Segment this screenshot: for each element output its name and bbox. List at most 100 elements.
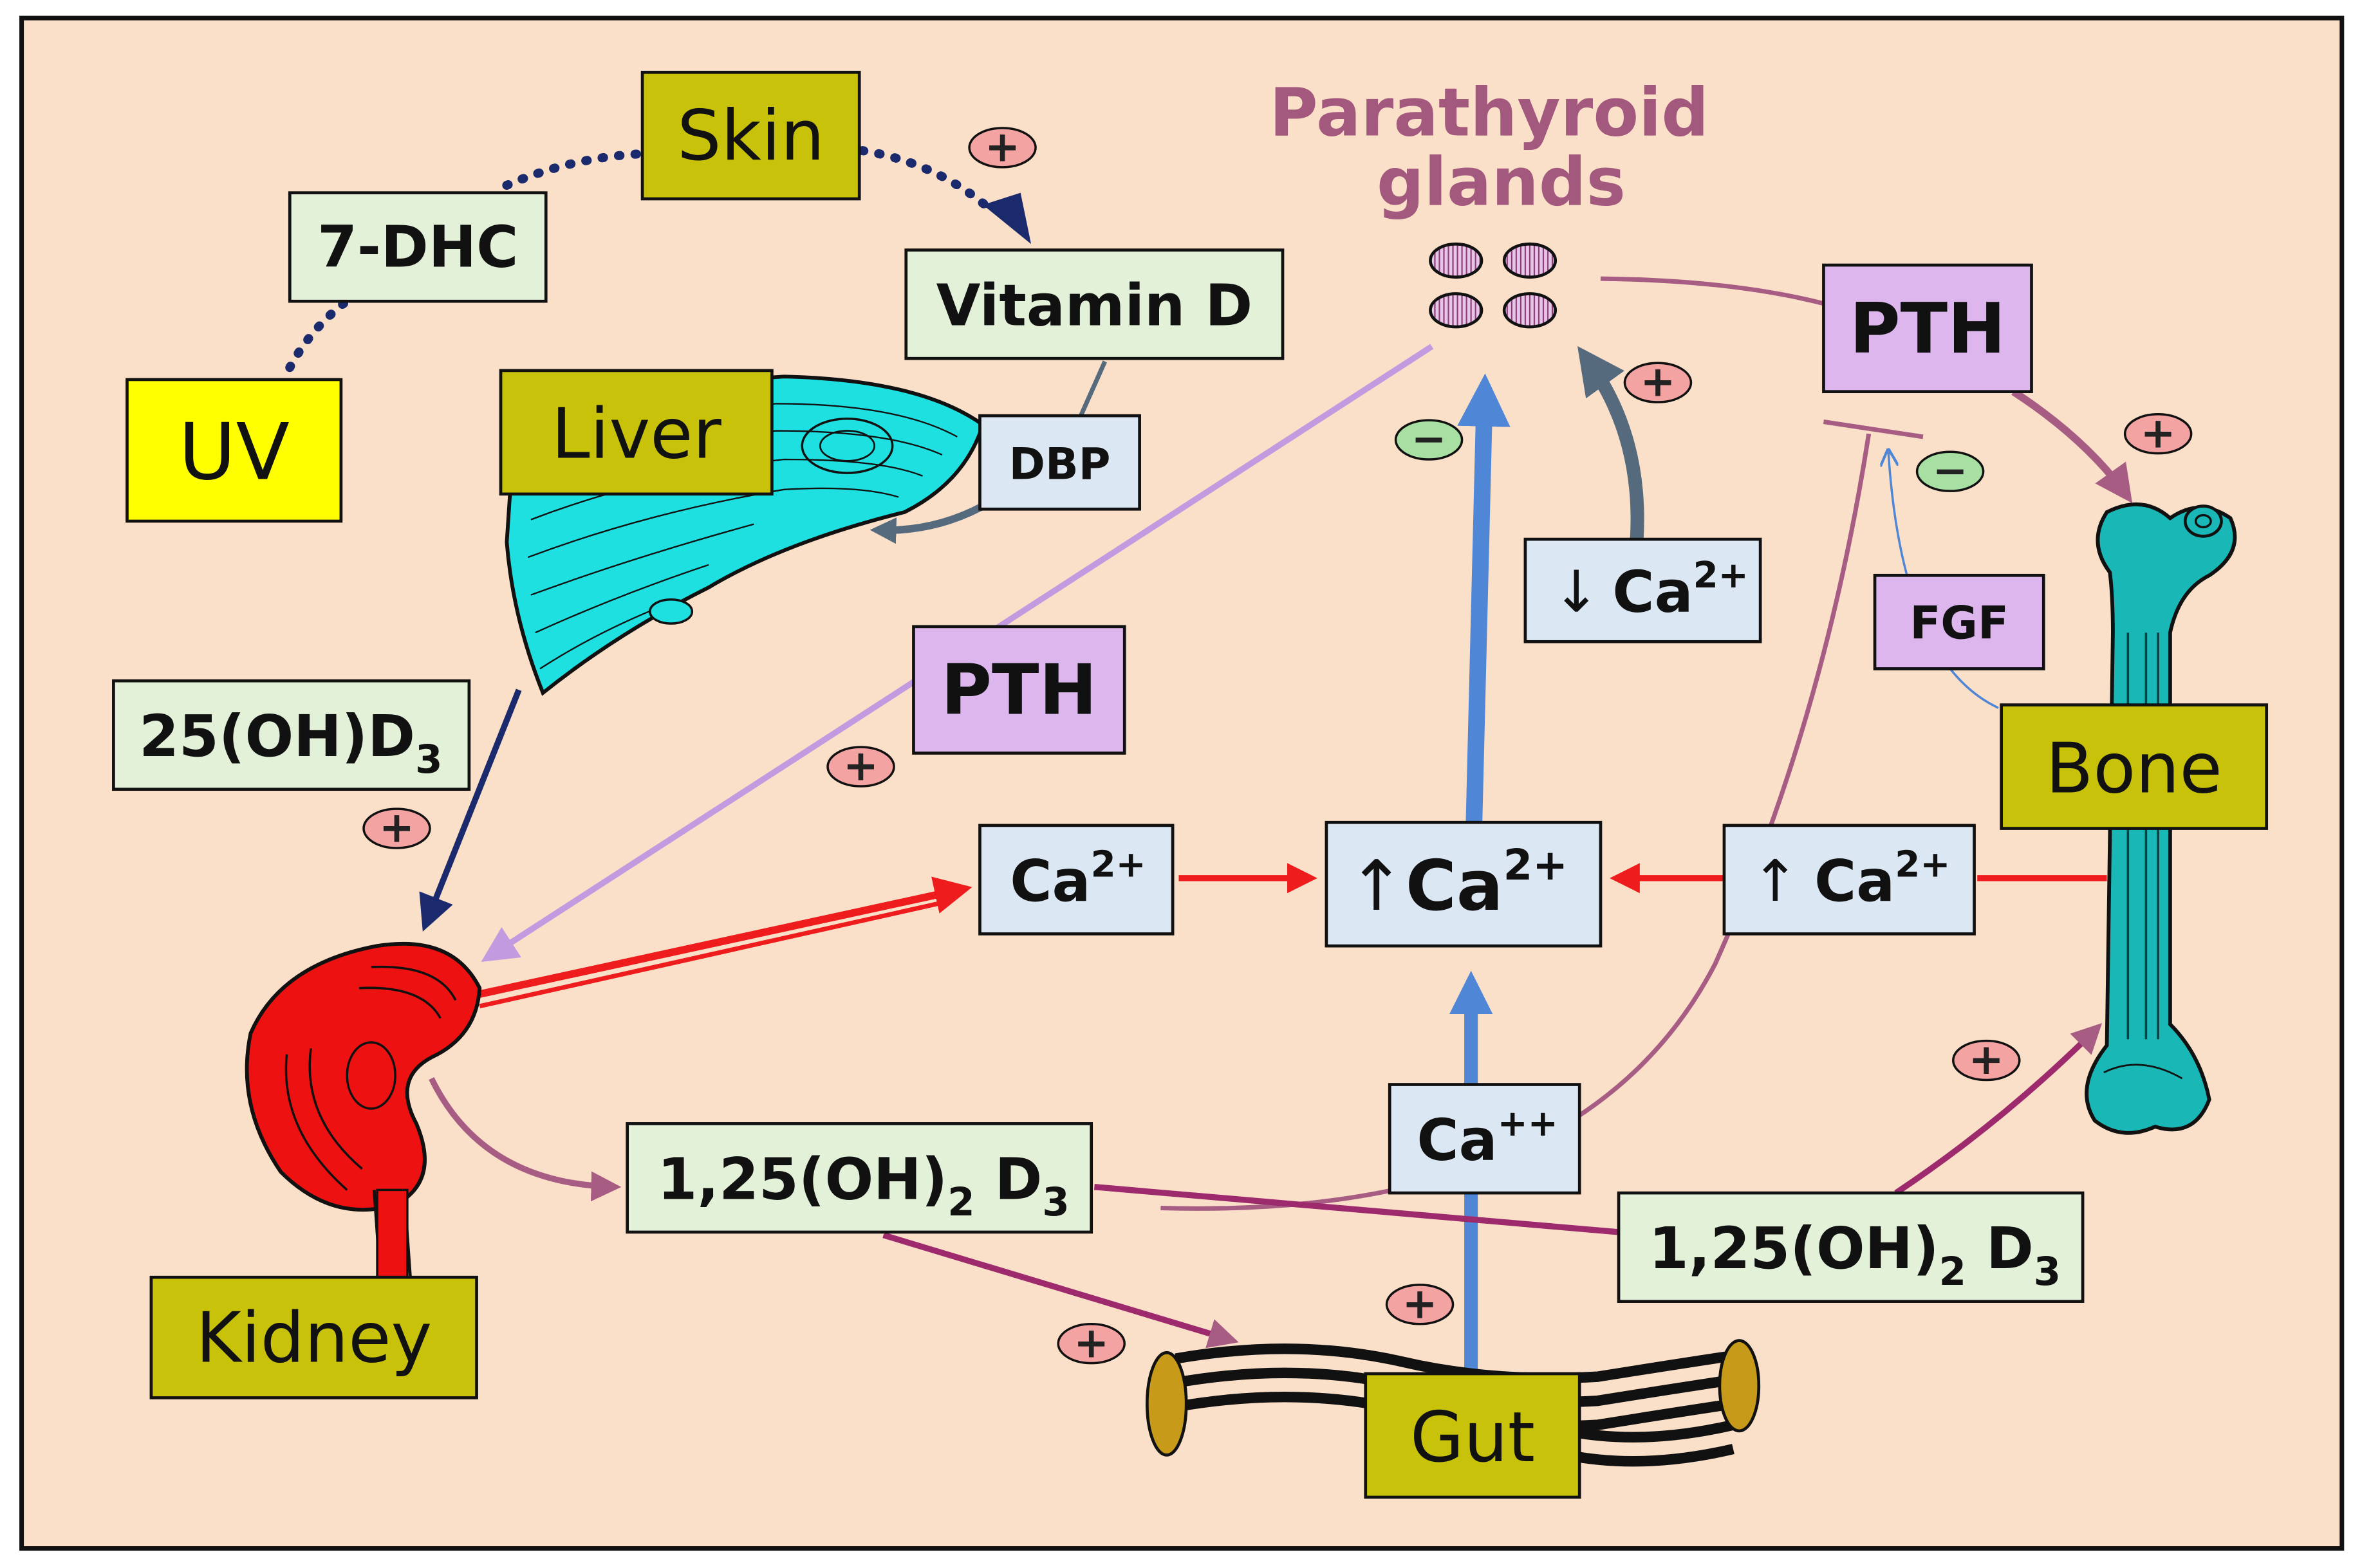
ca-gut-superscript: ++ <box>1498 1103 1558 1145</box>
vitamin-d-label: Vitamin D <box>936 272 1253 339</box>
svg-text:+: + <box>1969 1035 2004 1084</box>
svg-text:+: + <box>1074 1318 1109 1367</box>
svg-text:−: − <box>1411 415 1447 464</box>
ca-center-box <box>1325 820 1603 948</box>
ca-center-text: Ca <box>1406 846 1503 927</box>
calcitriol-left-box <box>626 1122 1093 1234</box>
skin-to-vitamin-d-dotted-path <box>857 146 997 216</box>
ca-left-text: Ca <box>1010 847 1090 914</box>
kidney-icon <box>245 941 482 1278</box>
parathyroid-title-line2: glands <box>1377 143 1626 221</box>
liver-to-kidney-arrow <box>419 688 522 932</box>
skin-label: Skin <box>677 96 824 176</box>
calcitriol-left-b: 2 <box>947 1180 974 1225</box>
svg-text:+: + <box>1402 1279 1438 1328</box>
ca-left-superscript: 2+ <box>1091 844 1146 885</box>
calcitriol-right-a: 1,25(OH) <box>1649 1215 1939 1282</box>
low-ca-text: Ca <box>1612 558 1693 625</box>
vitamin-d-to-dbp-line <box>1079 360 1107 417</box>
ca-center-arrow: ↑ <box>1348 846 1406 927</box>
pth-to-bone-arrow <box>2011 388 2133 504</box>
plus-sign-pth-kidney: + <box>826 742 895 791</box>
plus-sign-parathyroid: + <box>1623 358 1693 407</box>
calcitriol-left-c: D <box>975 1145 1043 1212</box>
ca-left-label: Ca2+ <box>1010 844 1146 914</box>
uv-label: UV <box>178 406 289 497</box>
dbp-label: DBP <box>1009 439 1111 490</box>
calcitriol-left-to-right-line <box>1093 1184 1619 1235</box>
svg-text:+: + <box>379 804 414 853</box>
ca-right-arrow: ↑ <box>1751 847 1799 914</box>
dbp-to-liver-arrow <box>869 503 985 544</box>
ca-center-to-parathyroid-arrow <box>1457 373 1511 823</box>
fgf-box <box>1873 573 2045 670</box>
low-ca-arrow: ↓ <box>1552 558 1601 625</box>
kidney-box <box>149 1275 478 1399</box>
ca-center-superscript: 2+ <box>1503 841 1568 890</box>
kidney-to-calcitriol-arrow <box>429 1077 622 1202</box>
pth-top-box <box>1822 263 2033 394</box>
skin-box <box>640 71 861 201</box>
calcitriol-right-label: 1,25(OH)2 D3 <box>1649 1215 2061 1295</box>
bone-label: Bone <box>2046 728 2222 809</box>
svg-text:−: − <box>1933 447 1968 495</box>
d25-subscript: 3 <box>415 737 442 782</box>
ca-left-box <box>978 824 1175 936</box>
calcitriol-left-label: 1,25(OH)2 D3 <box>657 1145 1069 1225</box>
dbp-box <box>978 414 1141 511</box>
calcitriol-to-gut-arrow <box>882 1232 1239 1349</box>
svg-text:+: + <box>1640 358 1675 407</box>
kidney-to-ca-arrow-line2 <box>479 901 938 1009</box>
calcitriol-right-b: 2 <box>1939 1250 1966 1295</box>
gut-label: Gut <box>1410 1397 1535 1478</box>
7dhc-to-skin-dotted-path <box>502 149 650 190</box>
pth-top-label: PTH <box>1850 289 2005 369</box>
skin-to-vitamin-d-arrowhead <box>983 192 1032 244</box>
ca-gut-text: Ca <box>1417 1107 1497 1174</box>
calcitriol-right-box <box>1617 1191 2085 1303</box>
calcitriol-to-bone-arrow <box>1894 1022 2103 1195</box>
plus-sign-gut-absorption: + <box>1385 1279 1455 1328</box>
seven-dhc-label: 7-DHC <box>317 213 518 280</box>
plus-sign-calcitriol-bone: + <box>1952 1035 2021 1084</box>
d25-label: 25(OH)D3 <box>139 703 442 782</box>
vitamin-d-box <box>904 248 1285 360</box>
svg-text:+: + <box>843 742 879 791</box>
low-ca-label: ↓Ca2+ <box>1552 555 1749 625</box>
parathyroid-glands-icon <box>1429 242 1558 329</box>
kidney-to-ca-arrow <box>479 876 972 998</box>
seven-dhc-box <box>288 191 548 303</box>
pth-mid-label: PTH <box>941 650 1097 731</box>
ca-gut-label: Ca++ <box>1417 1103 1558 1173</box>
parathyroid-to-pth-line <box>1600 276 1828 307</box>
uv-to-7dhc-dotted-path <box>285 288 364 373</box>
ca-center-label: ↑Ca2+ <box>1348 841 1568 927</box>
low-ca-to-parathyroid-arrow <box>1577 346 1644 540</box>
d25-main-text: 25(OH)D <box>139 703 415 770</box>
plus-sign-skin: + <box>968 122 1037 171</box>
plus-sign-pth-bone: + <box>2123 409 2193 457</box>
bone-box <box>2000 703 2269 830</box>
d25-box <box>112 679 471 791</box>
svg-text:+: + <box>985 122 1020 171</box>
pth-mid-box <box>912 625 1126 755</box>
low-ca-superscript: 2+ <box>1693 555 1749 596</box>
calcitriol-right-d: 3 <box>2034 1250 2061 1295</box>
uv-box <box>126 378 343 523</box>
ca-gut-box <box>1388 1083 1581 1195</box>
liver-box <box>499 369 774 496</box>
ca-right-label: ↑Ca2+ <box>1751 844 1950 914</box>
kidney-label: Kidney <box>196 1298 432 1378</box>
svg-text:+: + <box>2141 409 2176 457</box>
minus-sign-fgf: − <box>1915 447 1985 495</box>
plus-sign-calcitriol-gut: + <box>1057 1318 1126 1367</box>
liver-label: Liver <box>552 394 722 475</box>
calcitriol-left-a: 1,25(OH) <box>657 1145 947 1212</box>
calcitriol-left-d: 3 <box>1042 1180 1069 1225</box>
parathyroid-title-line1: Parathyroid <box>1269 75 1709 152</box>
plus-sign-liver-kidney: + <box>362 804 431 853</box>
low-ca-box <box>1523 537 1762 643</box>
fgf-label: FGF <box>1910 597 2009 650</box>
gut-box <box>1364 1372 1581 1499</box>
